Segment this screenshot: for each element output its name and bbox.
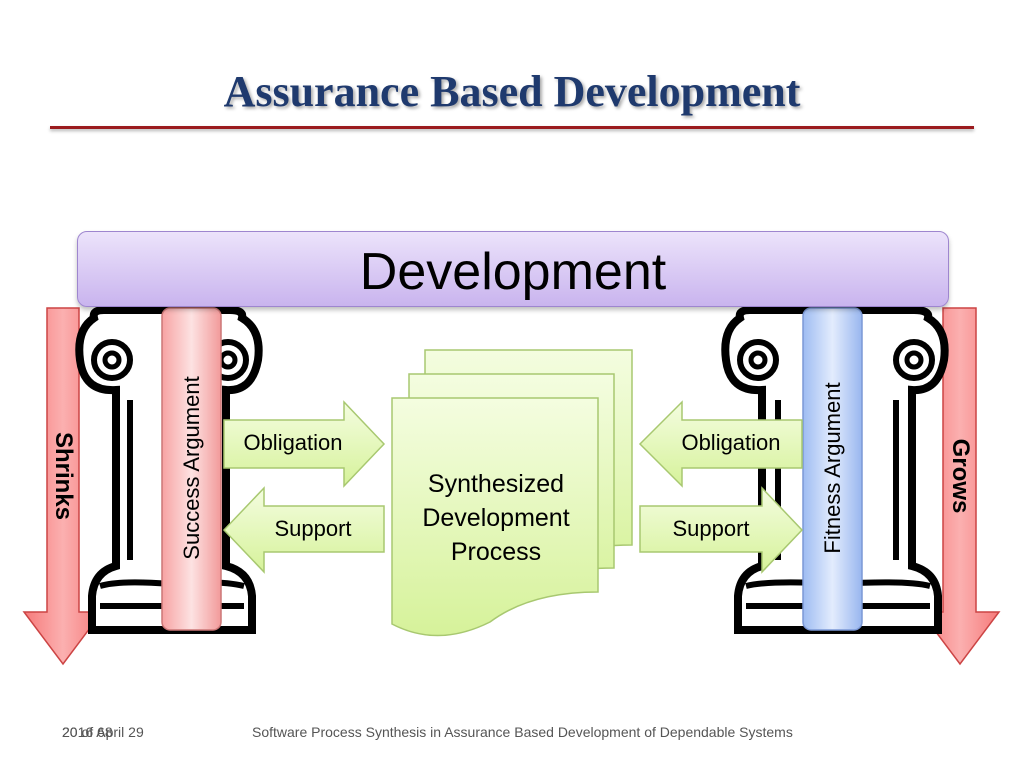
success-argument-label: Success Argument xyxy=(179,376,204,560)
left-support-arrow xyxy=(222,486,385,574)
fitness-argument-pillar xyxy=(802,307,863,631)
development-banner: Development xyxy=(77,231,949,307)
synthesized-process-label: Synthesized Development Process xyxy=(396,467,596,569)
right-support-arrow xyxy=(639,486,804,574)
grows-label: Grows xyxy=(947,438,974,514)
slide-title: Assurance Based Development xyxy=(223,67,801,116)
right-support-label: Support xyxy=(672,516,750,541)
fitness-argument-label: Fitness Argument xyxy=(820,382,845,554)
footer-date: 2016 April 29 xyxy=(62,724,144,740)
left-obligation-arrow xyxy=(223,400,386,488)
doc-line-3: Process xyxy=(450,538,542,566)
doc-line-2: Development xyxy=(422,504,570,532)
right-obligation-arrow xyxy=(638,400,803,488)
title-underline xyxy=(50,126,974,129)
shrinks-label: Shrinks xyxy=(50,431,77,521)
doc-line-1: Synthesized xyxy=(427,470,565,498)
success-argument-pillar xyxy=(161,307,222,631)
left-obligation-label: Obligation xyxy=(243,430,343,455)
slide-number: 20 of 68 xyxy=(62,724,113,740)
document-stack-icon xyxy=(391,349,633,637)
footer-caption: Software Process Synthesis in Assurance … xyxy=(252,724,793,740)
right-obligation-label: Obligation xyxy=(681,430,781,455)
left-support-label: Support xyxy=(274,516,352,541)
